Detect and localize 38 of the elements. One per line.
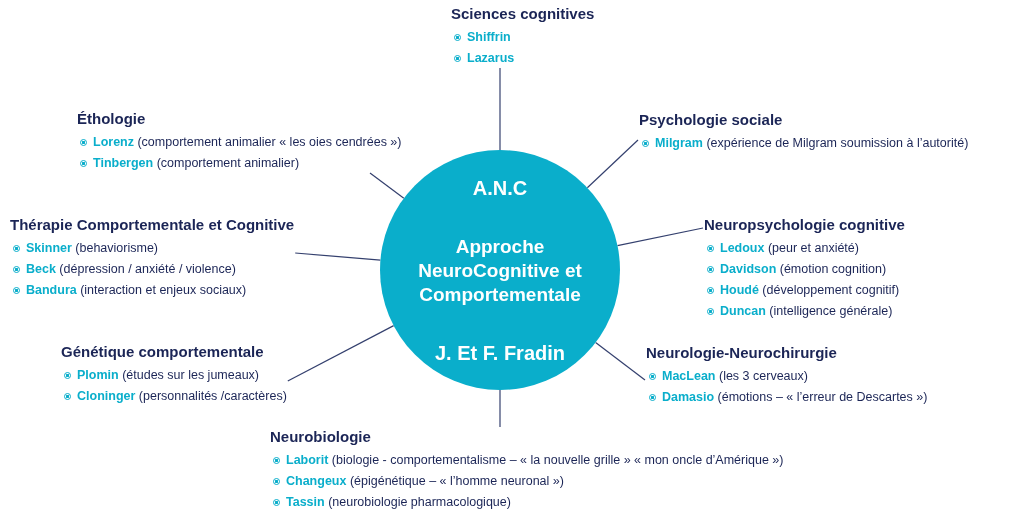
acronym-title: A.N.C [472,176,528,201]
group-heading: Neuropsychologie cognitive [704,216,905,233]
author-item: Laborit (biologie - comportementalisme – « la nouvelle grille » « mon oncle d’Amérique ») [286,452,784,469]
author-item: Milgram (expérience de Milgram soumission à l’autorité) [655,135,969,152]
group-heading: Neurologie-Neurochirurgie [646,344,838,361]
connector-line [294,252,381,261]
author-item: Tinbergen (comportement animalier) [93,155,300,172]
approach-title: Approche NeuroCognitive et Comportementale [417,235,583,307]
author-item: Shiffrin [467,29,511,46]
author-item: Skinner (behaviorisme) [26,240,158,257]
connector-line [369,172,405,199]
author-item: Bandura (interaction et enjeux sociaux) [26,282,247,299]
group-heading: Neurobiologie [270,428,372,445]
author-item: Tassin (neurobiologie pharmacologique) [286,494,511,511]
author-item: Lorenz (comportement animalier « les oies cendrées ») [93,134,402,151]
group-heading: Thérapie Comportementale et Cognitive [10,216,295,233]
author-item: Davidson (émotion cognition) [720,261,887,278]
connector-line [287,325,395,382]
connector-line [499,67,501,151]
group-heading: Psychologie sociale [639,111,784,128]
connector-line [499,389,501,428]
group-heading: Génétique comportementale [61,343,265,360]
connector-line [616,227,704,247]
author-item: MacLean (les 3 cerveaux) [662,368,808,385]
author-name: J. Et F. Fradin [435,341,565,366]
author-item: Houdé (développement cognitif) [720,282,900,299]
group-heading: Éthologie [77,110,147,127]
connector-line [586,139,639,189]
author-item: Beck (dépression / anxiété / violence) [26,261,236,278]
author-item: Changeux (épigénétique – « l’homme neuronal ») [286,473,564,490]
author-item: Lazarus [467,50,515,67]
author-item: Duncan (intelligence générale) [720,303,893,320]
author-item: Plomin (études sur les jumeaux) [77,367,259,384]
group-heading: Sciences cognitives [451,5,595,22]
author-item: Cloninger (personnalités /caractères) [77,388,287,405]
author-item: Ledoux (peur et anxiété) [720,240,859,257]
author-item: Damasio (émotions – « l’erreur de Descartes ») [662,389,928,406]
connector-line [595,341,646,381]
